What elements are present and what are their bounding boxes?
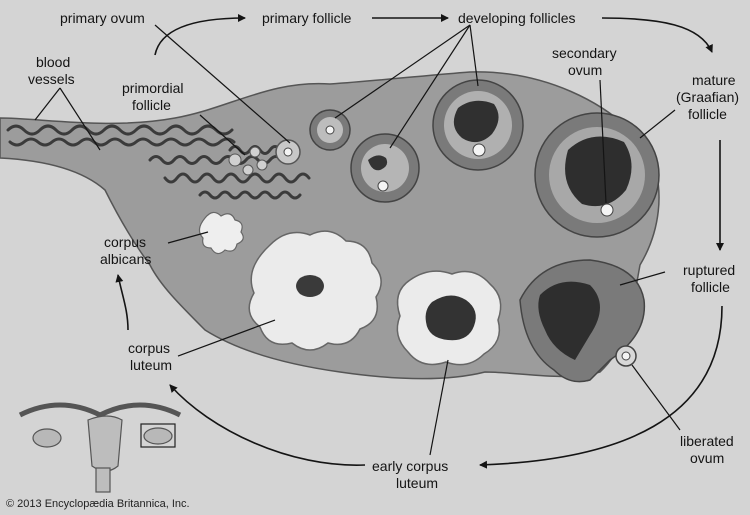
label-graafian: (Graafian) xyxy=(676,89,739,106)
label-mature: mature xyxy=(692,72,736,89)
developing-follicle-large xyxy=(433,80,523,170)
label-secondary-ovum: ovum xyxy=(568,62,602,79)
developing-follicle-medium xyxy=(351,134,419,202)
copyright-notice: © 2013 Encyclopædia Britannica, Inc. xyxy=(6,498,190,510)
label-secondary: secondary xyxy=(552,45,617,62)
label-corpus-a: corpus xyxy=(104,234,146,251)
label-mature-follicle: follicle xyxy=(688,106,727,123)
primary-follicle xyxy=(276,140,300,164)
label-primary-ovum: primary ovum xyxy=(60,10,145,27)
early-corpus-luteum xyxy=(397,271,500,365)
mature-follicle xyxy=(535,113,659,237)
label-vessels: vessels xyxy=(28,71,75,88)
label-developing-follicles: developing follicles xyxy=(458,10,576,27)
label-blood: blood xyxy=(36,54,70,71)
label-ruptured-follicle: follicle xyxy=(691,279,730,296)
label-primordial-follicle: follicle xyxy=(132,97,171,114)
label-albicans: albicans xyxy=(100,251,151,268)
label-primary-follicle: primary follicle xyxy=(262,10,351,27)
label-early-luteum: luteum xyxy=(396,475,438,492)
label-early-corpus: early corpus xyxy=(372,458,448,475)
label-liberated-ovum: ovum xyxy=(690,450,724,467)
label-corpus-l: corpus xyxy=(128,340,170,357)
label-ruptured: ruptured xyxy=(683,262,735,279)
label-liberated: liberated xyxy=(680,433,734,450)
developing-follicle-small xyxy=(310,110,350,150)
label-primordial: primordial xyxy=(122,80,183,97)
label-luteum: luteum xyxy=(130,357,172,374)
uterus-ovary-inset xyxy=(20,405,180,492)
liberated-ovum xyxy=(616,346,636,366)
